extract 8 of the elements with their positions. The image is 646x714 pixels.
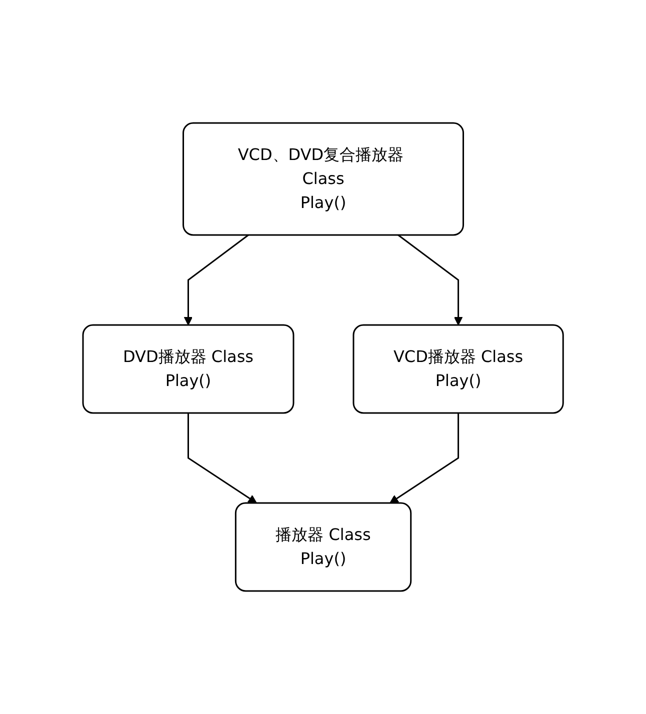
node-box: VCD、DVD复合播放器 Class Play() [182, 122, 464, 236]
arrow [390, 413, 459, 504]
arrow [184, 234, 249, 326]
node-box: VCD播放器 Class Play() [352, 324, 564, 414]
node-box: DVD播放器 Class Play() [82, 324, 294, 414]
arrow [187, 413, 257, 504]
arrow [398, 234, 463, 326]
node-box: 播放器 Class Play() [234, 502, 412, 592]
